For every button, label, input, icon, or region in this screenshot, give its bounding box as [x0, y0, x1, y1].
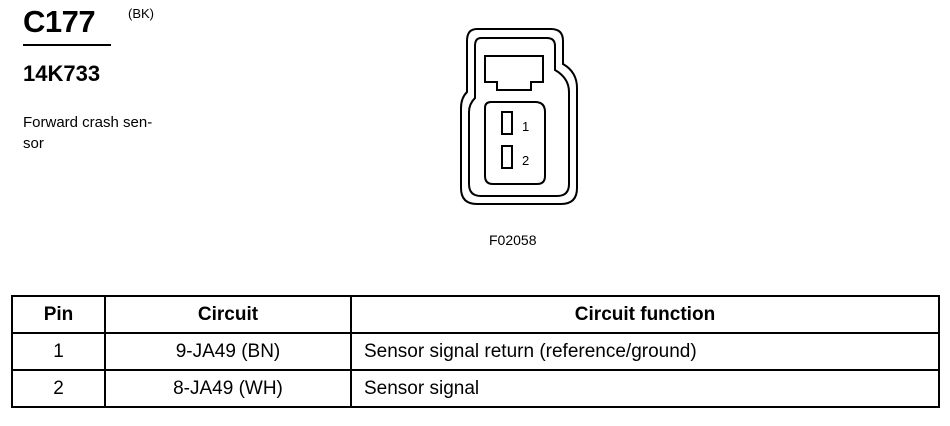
circuit-function-cell: Sensor signal return (reference/ground)	[350, 332, 940, 371]
column-header-circuit: Circuit	[104, 295, 352, 334]
connector-outer-shell	[460, 28, 578, 205]
column-header-circuit-function: Circuit function	[350, 295, 940, 334]
connector-latch	[484, 55, 544, 91]
connector-id: C177	[23, 4, 96, 39]
circuit-cell: 8-JA49 (WH)	[104, 369, 352, 408]
pin-1-terminal	[501, 111, 513, 135]
pin-1-label: 1	[522, 119, 529, 134]
circuit-function-cell: Sensor signal	[350, 369, 940, 408]
table-header-row: Pin Circuit Circuit function	[11, 295, 940, 334]
title-underline	[23, 44, 111, 46]
table-row: 2 8-JA49 (WH) Sensor signal	[11, 369, 940, 408]
connector-face-diagram: 1 2	[460, 28, 578, 205]
circuit-cell: 9-JA49 (BN)	[104, 332, 352, 371]
connector-cavity	[484, 101, 546, 185]
pin-2-terminal	[501, 145, 513, 169]
pin-table: Pin Circuit Circuit function 1 9-JA49 (B…	[11, 295, 940, 408]
pin-2-label: 2	[522, 153, 529, 168]
connector-description: Forward crash sen-sor	[23, 114, 153, 152]
figure-code: F02058	[489, 232, 537, 248]
connector-inner-shell	[468, 37, 570, 197]
part-number: 14K733	[23, 61, 101, 86]
pin-cell: 1	[11, 332, 106, 371]
pin-cell: 2	[11, 369, 106, 408]
connector-color: (BK)	[128, 6, 154, 21]
column-header-pin: Pin	[11, 295, 106, 334]
table-row: 1 9-JA49 (BN) Sensor signal return (refe…	[11, 332, 940, 371]
